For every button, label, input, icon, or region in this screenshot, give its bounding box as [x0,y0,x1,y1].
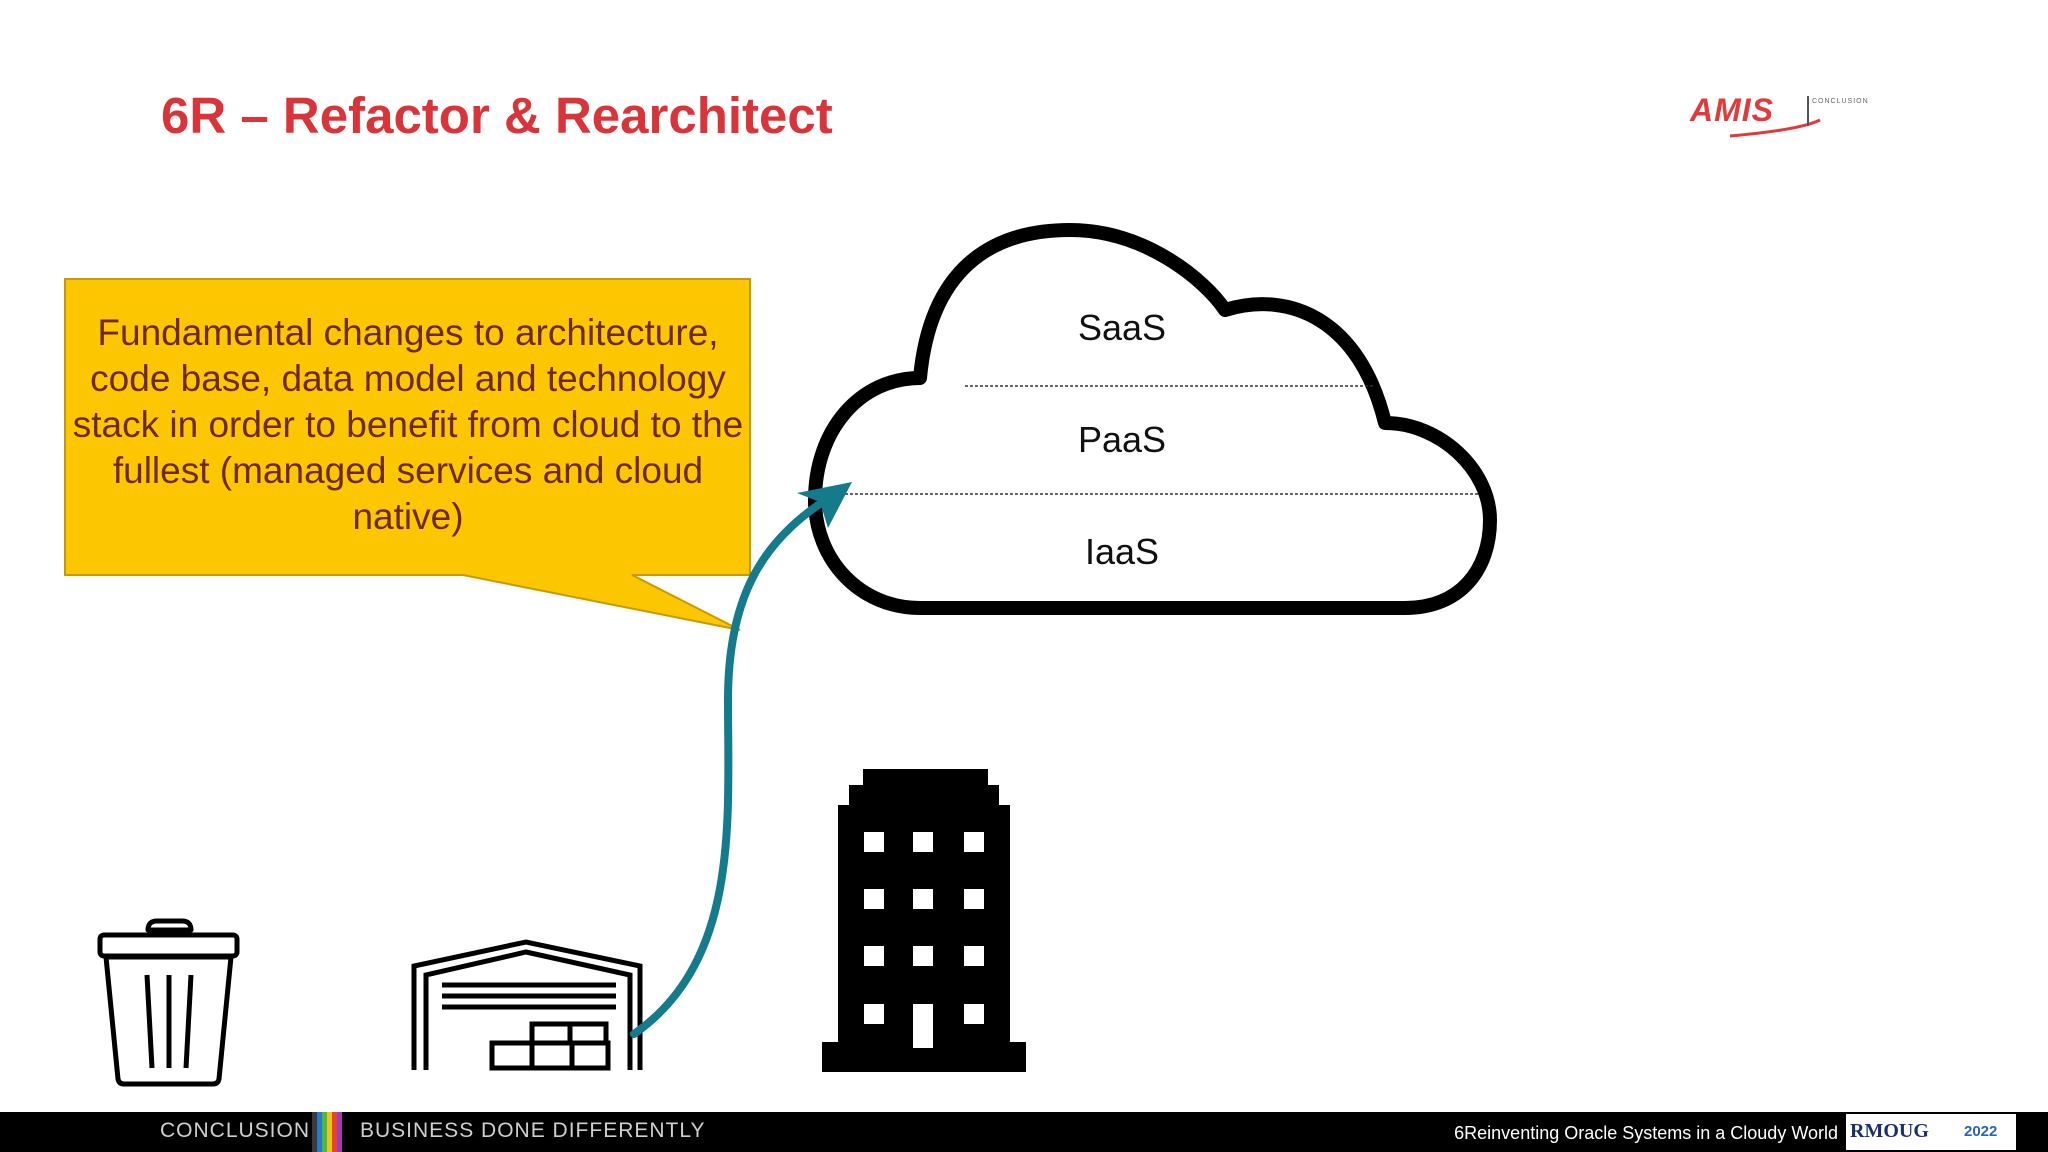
office-building-icon [822,769,1026,1072]
amis-logo: AMIS CONCLUSION [1690,90,1890,150]
warehouse-icon [411,939,643,1071]
footer-page-info: 6Reinventing Oracle Systems in a Cloudy … [1454,1123,1838,1143]
cloud-label-paas: PaaS [1077,419,1167,460]
slide-canvas [64,223,1497,1087]
footer-brand: CONCLUSION [160,1119,311,1142]
logo-subtext: CONCLUSION [1812,98,1869,105]
footer-tagline: BUSINESS DONE DIFFERENTLY [360,1119,706,1142]
cloud-label-saas: SaaS [1077,307,1167,348]
footer-bar: CONCLUSION BUSINESS DONE DIFFERENTLY 6Re… [0,1112,2048,1152]
curved-arrow-icon [630,482,852,1038]
slide-title: 6R – Refactor & Rearchitect [161,87,833,144]
cloud-icon [808,223,1497,615]
badge-year: 2022 [1964,1123,1998,1140]
rmoug-badge: RMOUG 2022 [1846,1114,2016,1150]
badge-org: RMOUG [1850,1120,1929,1142]
callout-text: Fundamental changes to architecture, cod… [72,312,744,537]
callout-box [64,278,751,631]
footer-color-stripes [312,1112,352,1152]
logo-swoosh-icon [1729,96,1821,138]
logo-text: AMIS [1690,92,1774,128]
trash-can-icon [97,918,240,1087]
cloud-label-iaas: IaaS [1084,531,1160,572]
